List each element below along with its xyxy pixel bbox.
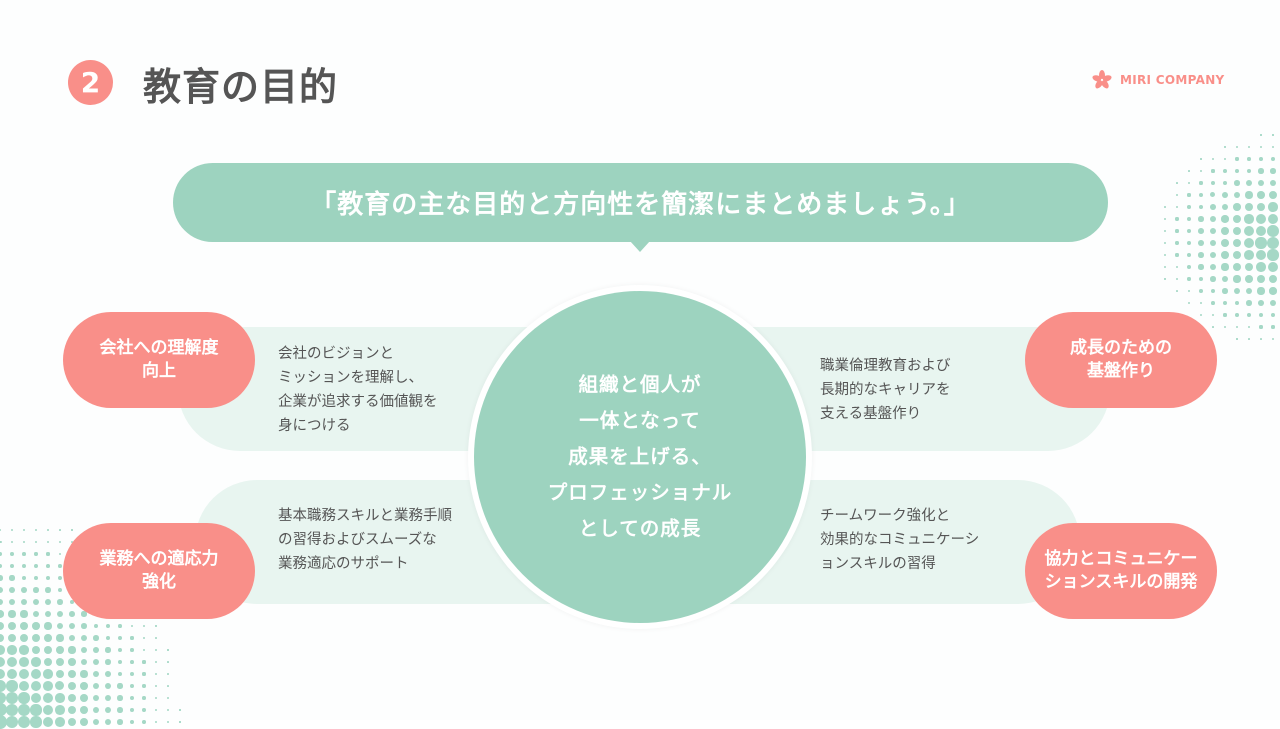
- brand-logo: MIRI COMPANY: [1091, 70, 1225, 90]
- bubble-tail: [630, 241, 650, 252]
- center-circle: 組織と個人が 一体となって 成果を上げる、 プロフェッショナル としての成長: [474, 291, 806, 623]
- item-description-bottom-left: 基本職務スキルと業務手順 の習得およびスムーズな 業務適応のサポート: [278, 508, 452, 572]
- summary-bubble: 「教育の主な目的と方向性を簡潔にまとめましょう。」: [173, 163, 1108, 242]
- page-title: 教育の目的: [143, 65, 339, 109]
- flower-icon: [1091, 70, 1113, 90]
- item-label-top-left: 会社への理解度 向上: [63, 312, 255, 408]
- item-label-bottom-right: 協力とコミュニケー ションスキルの開発: [1025, 523, 1217, 619]
- brand-name: MIRI COMPANY: [1120, 73, 1225, 87]
- item-description-top-left: 会社のビジョンと ミッションを理解し、 企業が追求する価値観を 身につける: [278, 346, 438, 434]
- item-label-top-right: 成長のための 基盤作り: [1025, 312, 1217, 408]
- item-description-top-right: 職業倫理教育および 長期的なキャリアを 支える基盤作り: [820, 358, 951, 422]
- section-number-badge: 2: [68, 60, 113, 105]
- center-message: 組織と個人が 一体となって 成果を上げる、 プロフェッショナル としての成長: [547, 373, 733, 540]
- summary-text: 「教育の主な目的と方向性を簡潔にまとめましょう。」: [310, 190, 971, 220]
- item-description-bottom-right: チームワーク強化と 効果的なコミュニケーシ ョンスキルの習得: [820, 508, 980, 572]
- dot-pattern-right: [1163, 134, 1280, 350]
- item-label-bottom-left: 業務への適応力 強化: [63, 523, 255, 619]
